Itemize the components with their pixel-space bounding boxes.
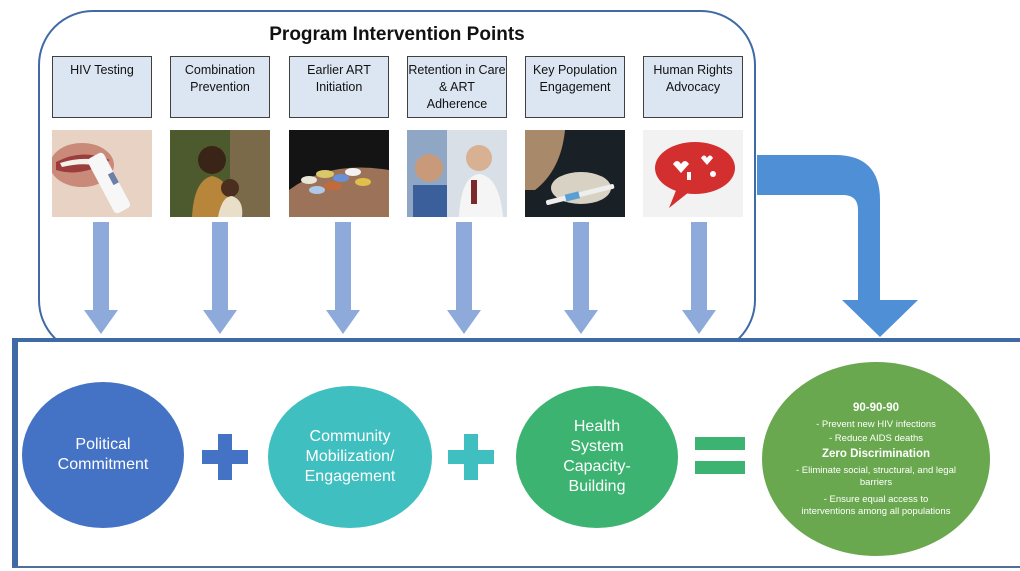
plus-icon xyxy=(202,434,248,480)
label-earlier-art: Earlier ART Initiation xyxy=(289,56,389,118)
big-curved-arrow xyxy=(757,155,918,337)
goal-item: - Eliminate social, structural, and lega… xyxy=(796,464,956,488)
hiv-test-photo xyxy=(52,130,152,217)
label-retention-in-care: Retention in Care & ART Adherence xyxy=(407,56,507,118)
syringe-photo xyxy=(525,130,625,217)
health-system-label: Health System Capacity-Building xyxy=(563,418,631,495)
goal-heading-90-90-90: 90-90-90 xyxy=(852,401,900,414)
pharmacist-photo xyxy=(407,130,507,217)
pills-in-hand-photo xyxy=(289,130,389,217)
label-hiv-testing: HIV Testing xyxy=(52,56,152,118)
label-human-rights: Human Rights Advocacy xyxy=(643,56,743,118)
panel-title: Program Intervention Points xyxy=(269,24,525,45)
plus-icon xyxy=(448,434,494,480)
health-system-circle: Health System Capacity-Building xyxy=(516,386,678,528)
community-mobilization-label: Community Mobilization/ Engagement xyxy=(304,428,396,485)
goal-circle: 90-90-90 - Prevent new HIV infections - … xyxy=(762,362,990,556)
political-commitment-label: Political Commitment xyxy=(57,436,149,473)
intervention-points-panel xyxy=(38,10,756,355)
mother-child-photo xyxy=(170,130,270,217)
label-combination-prevention: Combination Prevention xyxy=(170,56,270,118)
equals-icon xyxy=(695,437,745,474)
goal-item: - Prevent new HIV infections xyxy=(816,418,936,430)
heart-speech-bubble-photo xyxy=(643,130,743,217)
political-commitment-circle: Political Commitment xyxy=(22,382,184,528)
community-mobilization-circle: Community Mobilization/ Engagement xyxy=(268,386,432,528)
goal-item: - Ensure equal access to interventions a… xyxy=(801,493,951,517)
label-key-population: Key Population Engagement xyxy=(525,56,625,118)
goal-heading-zero-discrimination: Zero Discrimination xyxy=(822,447,930,460)
goal-item: - Reduce AIDS deaths xyxy=(829,432,923,444)
